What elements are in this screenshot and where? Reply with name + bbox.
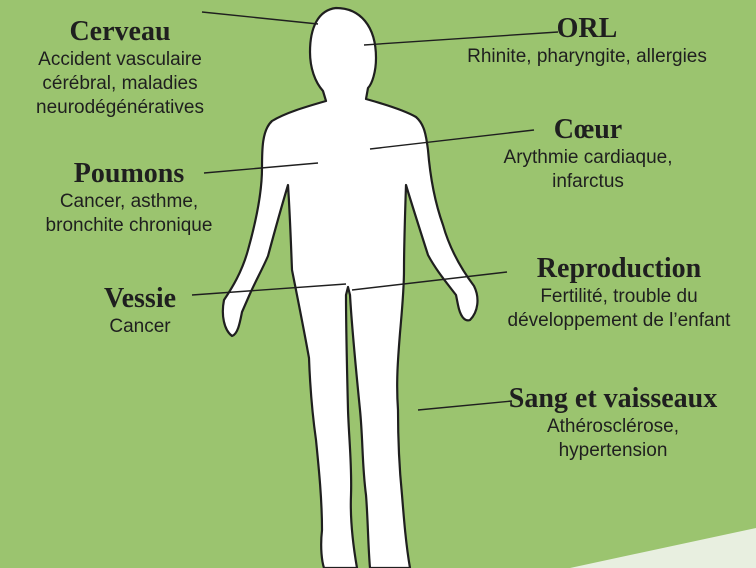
organ-desc: Arythmie cardiaque, <box>478 146 698 170</box>
label-vessie: Vessie Cancer <box>70 283 210 339</box>
organ-desc: Athérosclérose, <box>478 415 748 439</box>
corner-accent <box>570 528 756 568</box>
organ-title: Sang et vaisseaux <box>478 383 748 415</box>
organ-desc: Cancer, asthme, <box>4 190 254 214</box>
label-coeur: Cœur Arythmie cardiaque, infarctus <box>478 114 698 194</box>
organ-desc: bronchite chronique <box>4 214 254 238</box>
organ-title: Vessie <box>70 283 210 315</box>
organ-desc: Accident vasculaire <box>0 48 240 72</box>
human-silhouette <box>223 8 478 568</box>
organ-desc: hypertension <box>478 439 748 463</box>
label-reproduction: Reproduction Fertilité, trouble du dével… <box>484 253 754 333</box>
organ-desc: Fertilité, trouble du <box>484 285 754 309</box>
organ-title: Cœur <box>478 114 698 146</box>
label-orl: ORL Rhinite, pharyngite, allergies <box>428 13 746 69</box>
organ-title: Poumons <box>4 158 254 190</box>
label-cerveau: Cerveau Accident vasculaire cérébral, ma… <box>0 16 240 120</box>
organ-desc: infarctus <box>478 170 698 194</box>
organ-desc: neurodégénératives <box>0 96 240 120</box>
organ-desc: cérébral, maladies <box>0 72 240 96</box>
organ-desc: développement de l’enfant <box>484 309 754 333</box>
organ-title: ORL <box>428 13 746 45</box>
organ-desc: Rhinite, pharyngite, allergies <box>428 45 746 69</box>
organ-title: Cerveau <box>0 16 240 48</box>
label-sang-vaisseaux: Sang et vaisseaux Athérosclérose, hypert… <box>478 383 748 463</box>
organ-desc: Cancer <box>70 315 210 339</box>
organ-title: Reproduction <box>484 253 754 285</box>
label-poumons: Poumons Cancer, asthme, bronchite chroni… <box>4 158 254 238</box>
